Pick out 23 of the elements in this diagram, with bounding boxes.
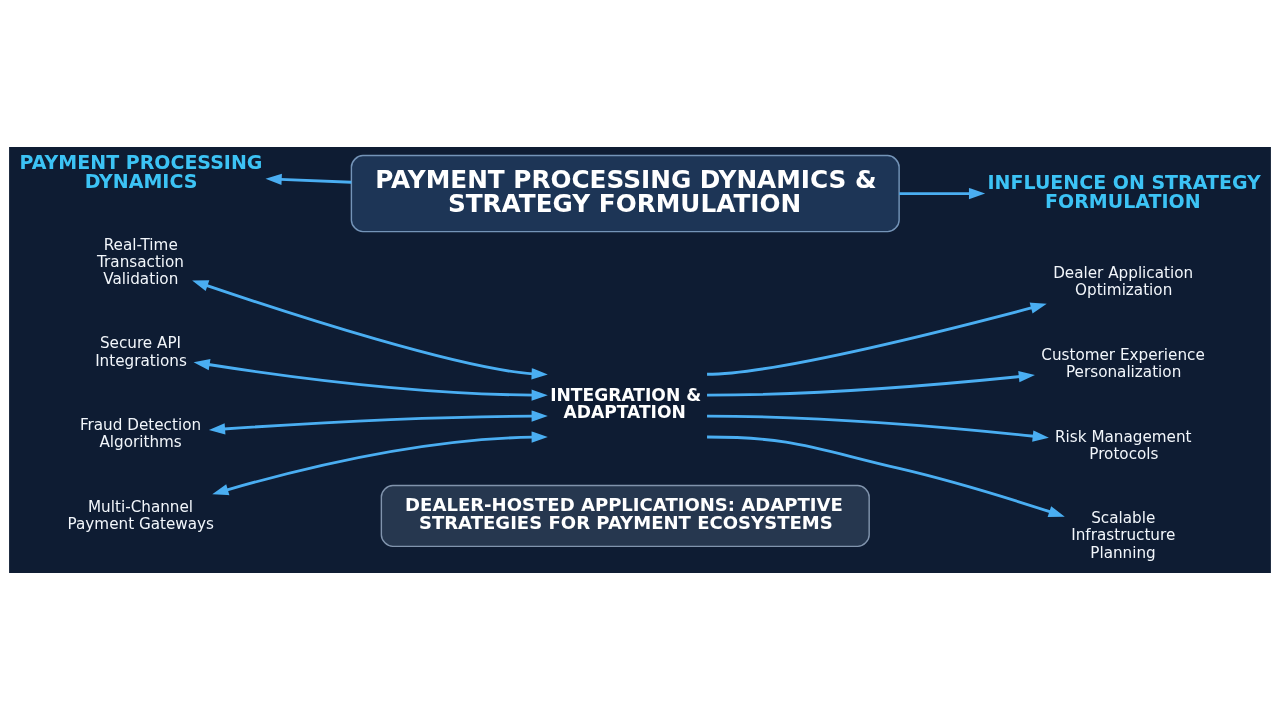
node-text: Scalable Infrastructure Planning	[1071, 509, 1176, 562]
arrow	[208, 410, 548, 435]
arrow	[707, 370, 1035, 397]
node-text: INFLUENCE ON STRATEGY FORMULATION	[987, 170, 1261, 212]
arrow	[192, 280, 548, 380]
node-text: Risk Management Protocols	[1055, 427, 1192, 463]
node-text: Fraud Detection Algorithms	[79, 416, 202, 452]
arrow	[265, 173, 352, 186]
node-text: Secure API Integrations	[95, 334, 187, 370]
node-text: Multi-Channel Payment Gateways	[67, 497, 215, 534]
node-text: INTEGRATION & ADAPTATION	[550, 385, 702, 423]
node-text: Real-Time Transaction Validation	[97, 235, 185, 288]
node-box: DEALER-HOSTED APPLICATIONS: ADAPTIVE STRATEGIES FOR PAYMENT ECOSYSTEMS	[380, 484, 870, 548]
node-box: PAYMENT PROCESSING DYNAMICS & STRATEGY FORMULATION	[350, 154, 900, 233]
arrow	[707, 435, 1065, 517]
arrow	[706, 302, 1047, 376]
arrow	[899, 187, 986, 200]
arrow	[212, 431, 548, 496]
arrow	[707, 414, 1049, 442]
node-text: PAYMENT PROCESSING DYNAMICS	[19, 150, 263, 192]
arrow	[193, 359, 548, 401]
node-text: Dealer Application Optimization	[1053, 264, 1194, 300]
node-text: Customer Experience Personalization	[1041, 345, 1205, 381]
